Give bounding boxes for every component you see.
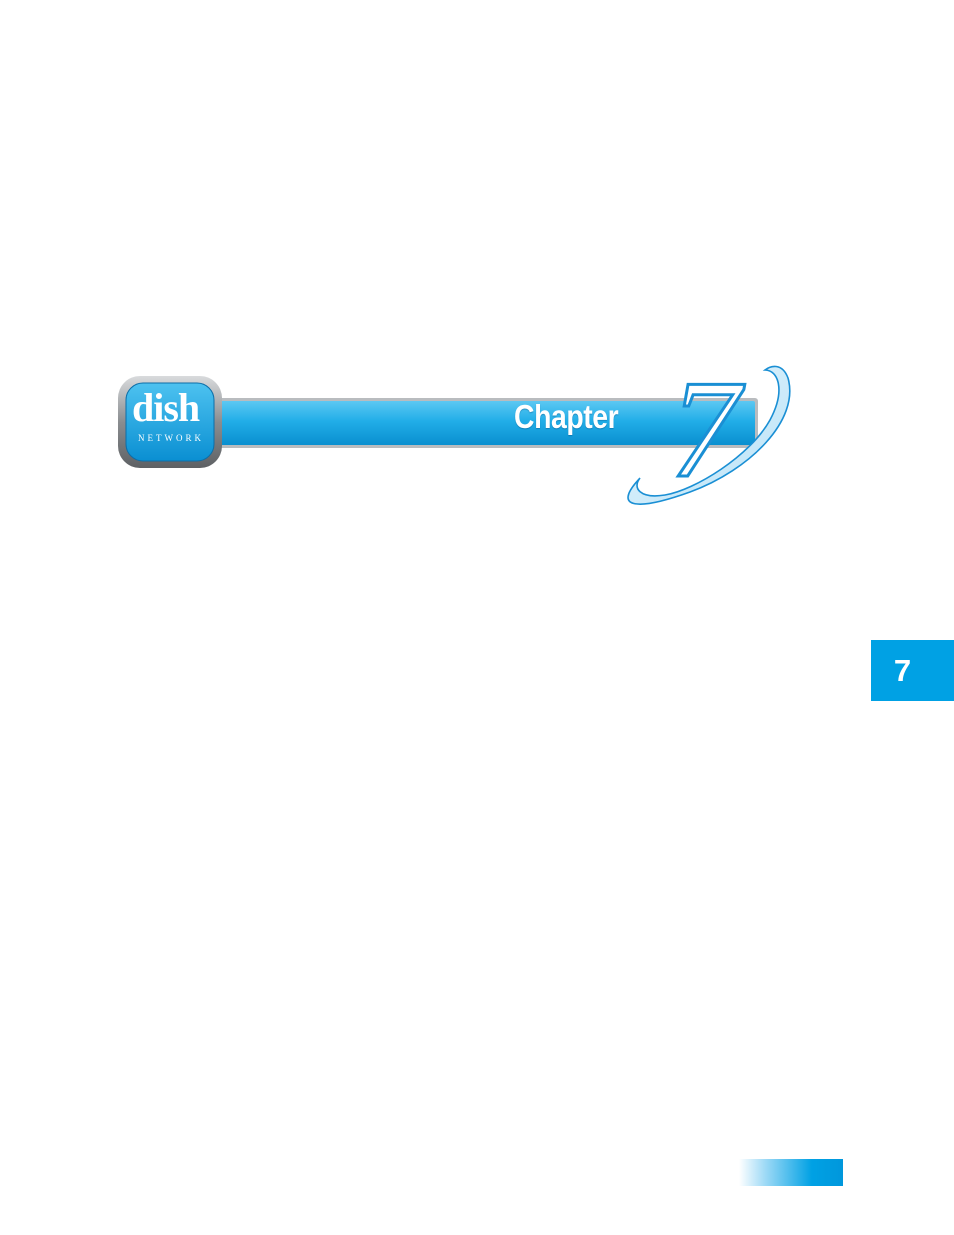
- chapter-side-tab: 7: [871, 640, 954, 701]
- logo-word: dish: [132, 388, 199, 428]
- chapter-label: Chapter: [514, 400, 618, 433]
- footer-gradient-bar: [739, 1159, 843, 1186]
- dish-network-logo-icon: dish NETWORK: [110, 360, 222, 472]
- chapter-number: 7: [670, 360, 740, 500]
- side-tab-label: 7: [894, 655, 911, 686]
- logo-subtitle: NETWORK: [132, 434, 210, 443]
- chapter-header: Chapter 7 dish NETWORK: [110, 360, 800, 510]
